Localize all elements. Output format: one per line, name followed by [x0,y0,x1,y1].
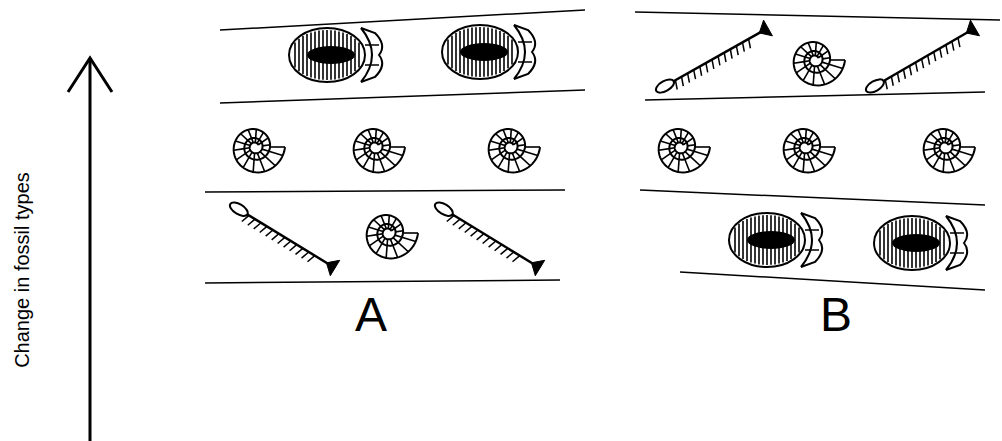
trilobite-fossil [289,28,382,82]
stratum-line [635,12,1000,20]
ammonite-fossil [354,129,405,172]
ammonite-fossil [367,215,418,258]
stratum-line [205,190,565,192]
trilobite-fossil [729,213,822,267]
column-label: A [355,291,387,339]
axis-label: Change in fossil types [12,172,32,368]
arrow-head [68,58,112,92]
arrow-shaft [89,60,92,441]
fish-skeleton-fossil [228,200,340,276]
stratum-line [220,10,585,30]
stratum-line [220,90,585,103]
trilobite-fossil [874,216,967,270]
stratum-line [680,272,985,290]
ammonite-fossil [234,129,285,172]
ammonite-fossil [794,42,845,85]
ammonite-fossil [784,129,835,172]
ammonite-fossil [659,129,710,172]
stratum-line [640,190,985,205]
column-label: B [820,291,852,339]
fish-skeleton-fossil [864,20,980,95]
stratum-line [645,92,985,100]
ammonite-fossil [924,129,975,172]
fish-skeleton-fossil [433,200,545,276]
fish-skeleton-fossil [654,20,773,95]
trilobite-fossil [442,25,535,79]
stratum-line [205,280,560,283]
ammonite-fossil [489,129,540,172]
